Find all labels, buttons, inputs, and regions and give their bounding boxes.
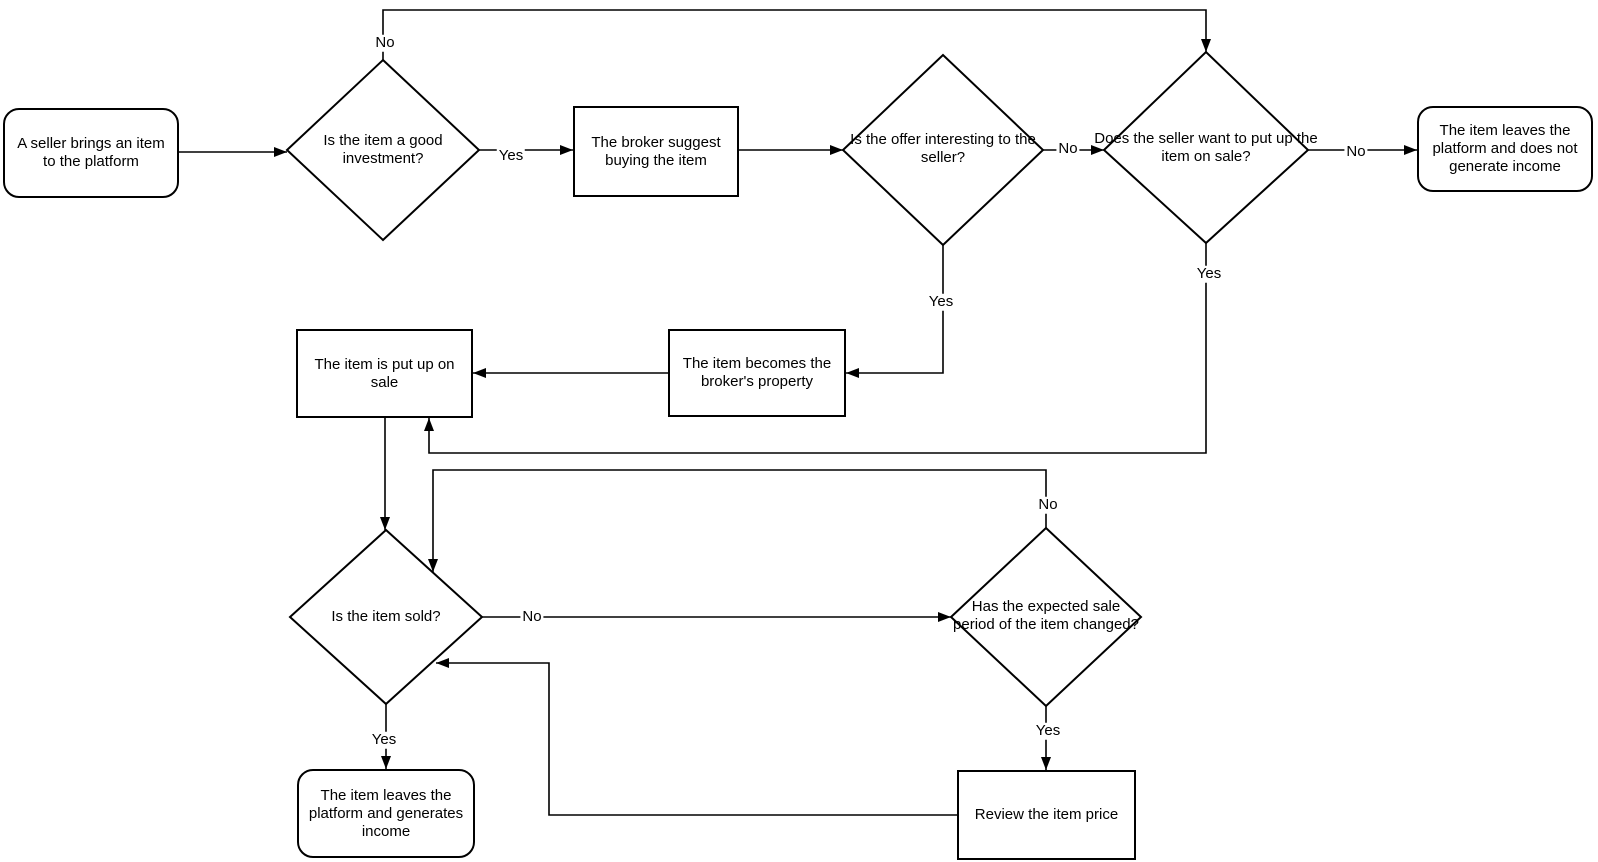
node-broker-property: The item becomes the broker's property (668, 329, 846, 417)
edge-period-no (428, 469, 1047, 572)
node-review-price-label: Review the item price (974, 806, 1119, 823)
label-sold-yes: Yes (369, 730, 399, 749)
node-leaves-no-income: The item leaves the platform and does no… (1417, 106, 1593, 192)
node-put-up-sale: The item is put up on sale (296, 329, 473, 418)
good-investment-diamond (285, 58, 481, 242)
edge-offer-yes (846, 245, 944, 378)
label-offer-yes: Yes (926, 292, 956, 311)
node-broker-suggest: The broker suggest buying the item (573, 106, 739, 197)
label-period-no: No (1036, 495, 1060, 514)
item-sold-diamond (288, 528, 484, 706)
node-period-changed-label: Has the expected sale period of the item… (953, 598, 1139, 633)
offer-interesting-diamond (841, 53, 1045, 247)
edge-want-yes (424, 243, 1207, 454)
node-item-sold-label: Is the item sold? (331, 608, 441, 625)
node-broker-property-label: The item becomes the broker's property (682, 355, 832, 390)
node-leaves-no-income-label: The item leaves the platform and does no… (1432, 122, 1578, 175)
node-broker-suggest-label: The broker suggest buying the item (591, 133, 721, 169)
node-leaves-income-label: The item leaves the platform and generat… (308, 786, 464, 840)
label-sold-no: No (520, 607, 544, 626)
edge-investment-no (382, 9, 1211, 60)
node-good-investment-label: Is the item a good investment? (323, 132, 443, 167)
node-review-price: Review the item price (957, 770, 1136, 860)
node-seller-want-sale-label: Does the seller want to put up the item … (1094, 130, 1318, 165)
node-put-up-sale-label: The item is put up on sale (314, 355, 455, 391)
node-offer-interesting-label: Is the offer interesting to the seller? (850, 131, 1036, 166)
label-want-no: No (1344, 142, 1368, 161)
label-investment-no: No (373, 33, 397, 52)
node-leaves-income: The item leaves the platform and generat… (297, 769, 475, 858)
label-want-yes: Yes (1194, 264, 1224, 283)
seller-want-sale-diamond (1102, 50, 1310, 245)
edge-review-to-sold (436, 658, 957, 816)
label-period-yes: Yes (1033, 721, 1063, 740)
label-offer-no: No (1056, 139, 1080, 158)
node-start-label: A seller brings an item to the platform (17, 135, 165, 170)
period-changed-diamond (949, 526, 1143, 708)
label-investment-yes: Yes (496, 146, 526, 165)
node-start: A seller brings an item to the platform (3, 108, 179, 198)
